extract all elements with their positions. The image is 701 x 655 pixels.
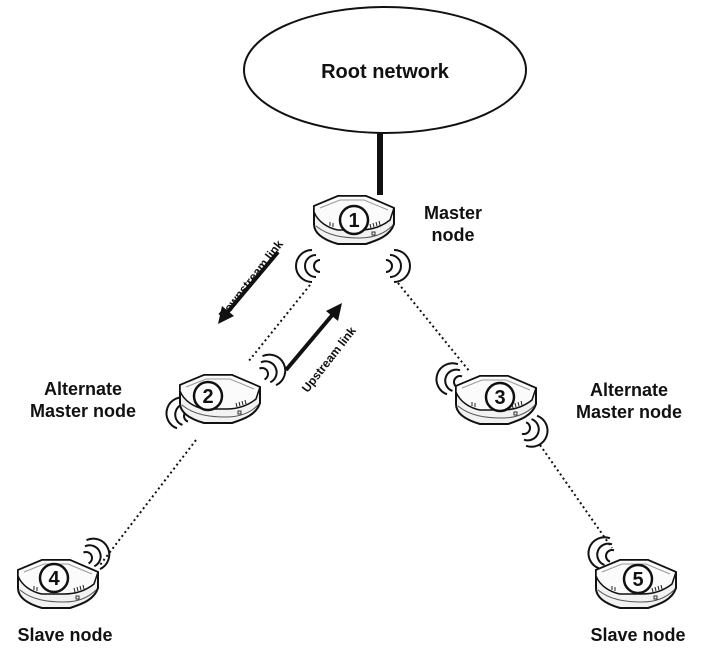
node-3-label-line1: Alternate xyxy=(589,380,669,400)
node-1-label: Master node xyxy=(418,202,488,246)
node-3-device: 3 xyxy=(455,375,537,425)
upstream-link-label: Upstream link xyxy=(299,324,359,395)
node-3-label-line2: Master node xyxy=(575,402,683,422)
downstream-link-label: Downstream link xyxy=(216,237,286,322)
node-2-label: Alternate Master node xyxy=(8,378,158,422)
downstream-arrow xyxy=(218,250,280,324)
link-1-2 xyxy=(247,284,311,363)
node-5-device: 5 xyxy=(595,559,677,609)
root-network-ellipse xyxy=(243,6,527,134)
node-5-label-line1: Slave node xyxy=(590,625,686,645)
node-4-number: 4 xyxy=(48,568,60,590)
wireless-signal-icon xyxy=(385,249,411,283)
node-1-label-line2: node xyxy=(431,225,475,245)
node-2-label-line2: Master node xyxy=(29,401,137,421)
node-4-label-line1: Slave node xyxy=(17,625,113,645)
upstream-arrow xyxy=(284,303,342,372)
node-4-device: 4 xyxy=(17,559,99,609)
node-3-number: 3 xyxy=(494,387,505,409)
link-1-3 xyxy=(397,282,471,373)
node-4-label: Slave node xyxy=(4,624,126,646)
link-3-5 xyxy=(539,444,613,549)
wireless-links xyxy=(99,282,613,566)
wireless-signal-icons xyxy=(78,249,619,574)
node-2-device: 2 xyxy=(179,374,261,424)
node-2-label-line1: Alternate xyxy=(43,379,123,399)
node-1-device: 1 xyxy=(313,195,395,245)
root-network-label: Root network xyxy=(321,61,450,83)
node-1-label-line1: Master xyxy=(423,203,483,223)
node-3-label: Alternate Master node xyxy=(562,379,696,423)
node-1-number: 1 xyxy=(348,210,359,232)
node-2-number: 2 xyxy=(202,386,213,408)
node-5-number: 5 xyxy=(632,569,643,591)
wireless-signal-icon xyxy=(295,249,321,283)
link-2-4 xyxy=(99,439,197,566)
node-5-label: Slave node xyxy=(578,624,698,646)
